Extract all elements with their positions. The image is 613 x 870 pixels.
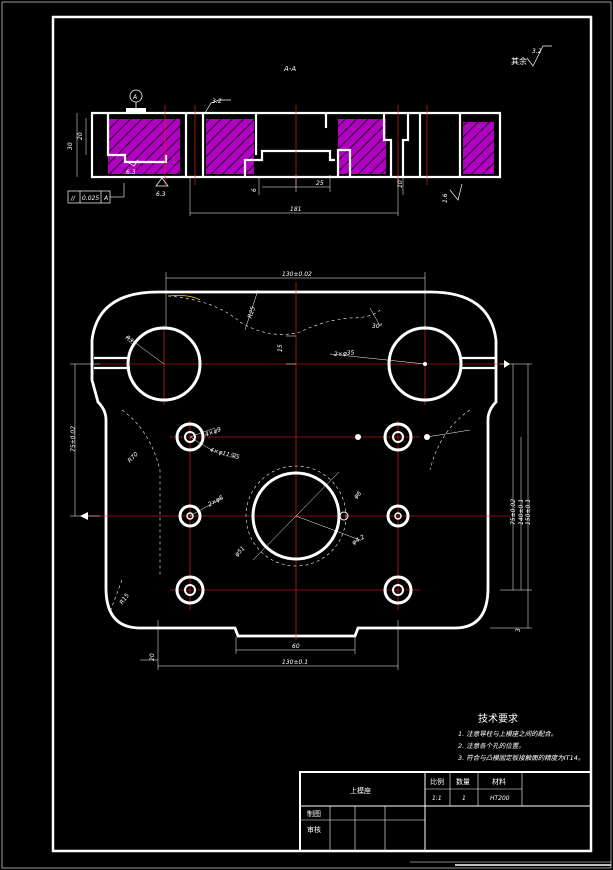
roughness-symbol-top (204, 99, 231, 114)
surface-rest-value: 3.2 (532, 48, 542, 55)
roughness-symbol-mid (155, 177, 169, 187)
dim-right-height-2: 140±0.1 (518, 499, 525, 525)
dim-right-height-3: 150±0.1 (525, 499, 532, 525)
material-value: HT200 (490, 795, 510, 802)
right-edge-marker (504, 360, 510, 368)
center-hole (251, 471, 341, 561)
plan-centerlines (85, 282, 510, 640)
dim-height-inner: 20 (77, 132, 84, 140)
section-hatch-3 (338, 119, 386, 174)
center-hole-dashed (245, 465, 347, 567)
dim-overall-width: 181 (290, 206, 301, 213)
section-outline (90, 111, 502, 179)
section-hatch-1 (108, 119, 180, 174)
dim-radius-r35: R35 (124, 334, 138, 347)
dim-hole-4x11: 4×φ11深5 (209, 447, 240, 462)
left-edge-marker (80, 512, 88, 520)
col-material: 材料 (492, 777, 506, 786)
flatness-tol: 0.025 (82, 195, 99, 202)
roughness-symbol-right (449, 183, 463, 201)
flatness-datum: A (103, 195, 108, 202)
plan-dim-lines (70, 272, 532, 670)
dim-radius-r15: R15 (118, 592, 131, 606)
section-hatch-2 (206, 119, 254, 174)
dim-height-total: 30 (67, 142, 74, 150)
dim-small-15: 15 (277, 344, 284, 352)
pin-holes (178, 362, 430, 528)
dim-bottom-width: 130±0.1 (282, 659, 308, 666)
screw-holes (175, 422, 413, 605)
roughness-small-1: 6.3 (126, 169, 136, 176)
dim-hole-2x6: 2×φ6 (207, 494, 225, 508)
flatness-tolerance-frame: // 0.025 A (67, 183, 125, 204)
qty-value: 1 (462, 795, 466, 802)
dim-small-6: 6 (251, 188, 258, 192)
guide-hole-left (126, 326, 202, 402)
dim-base-60: 60 (292, 643, 300, 650)
roughness-small-3: 1.6 (442, 193, 449, 203)
title-block (299, 771, 592, 852)
surface-rest-label: 其余 (511, 56, 527, 66)
dim-hole-4x9: 4×φ9 (204, 426, 222, 438)
col-scale: 比例 (430, 777, 444, 786)
dim-hole-4-2: φ4.2 (351, 534, 366, 547)
dim-radius-r70: R70 (126, 451, 139, 464)
row-check: 审核 (307, 825, 321, 834)
dim-left-height: 75±0.02 (70, 426, 77, 452)
plate-outline (90, 290, 498, 638)
dim-slot-width: 25 (316, 180, 324, 187)
dim-hole-center: φ51 (233, 545, 246, 558)
dim-hole-2x35: 2×φ35 (334, 349, 355, 358)
part-name: 上模座 (350, 786, 371, 795)
datum-label: A (132, 94, 137, 101)
dim-small-10: 10 (397, 180, 404, 188)
plan-leaders (125, 289, 471, 561)
requirements-title: 技术要求 (478, 712, 518, 725)
dim-right-small: 3 (515, 628, 522, 632)
surface-top-value: 3.2 (212, 98, 222, 105)
section-dimensions (76, 113, 404, 216)
col-qty: 数量 (456, 777, 470, 786)
roughness-symbol-rest (526, 45, 552, 67)
dim-right-height-1: 75±0.02 (510, 499, 517, 525)
dim-angle-30: 30° (372, 323, 383, 330)
row-draw: 制图 (307, 809, 321, 818)
svg-text://: // (70, 195, 76, 202)
section-label: A-A (283, 65, 296, 73)
dim-hole-6: φ6 (353, 490, 364, 500)
requirement-1: 1. 注意导柱与上模座之间的配合。 (458, 730, 557, 738)
requirement-3: 3. 符合与凸模固定板接触面的精度为IT14。 (458, 754, 584, 762)
scale-value: 1:1 (432, 795, 442, 802)
section-centerlines (164, 105, 428, 185)
roughness-symbol-left (123, 159, 139, 167)
guide-rails (94, 356, 495, 370)
roughness-small-2: 6.3 (156, 191, 166, 198)
dim-top-width: 130±0.02 (282, 271, 312, 278)
dim-radius-r25: R25 (246, 306, 257, 320)
dim-small-20: 20 (149, 653, 156, 661)
requirement-2: 2. 注意各个孔的位置。 (458, 742, 525, 750)
yellow-arc (167, 295, 201, 301)
section-hatch-4 (463, 122, 494, 174)
dashed-contours (109, 295, 471, 613)
datum-marker: A (126, 89, 146, 112)
